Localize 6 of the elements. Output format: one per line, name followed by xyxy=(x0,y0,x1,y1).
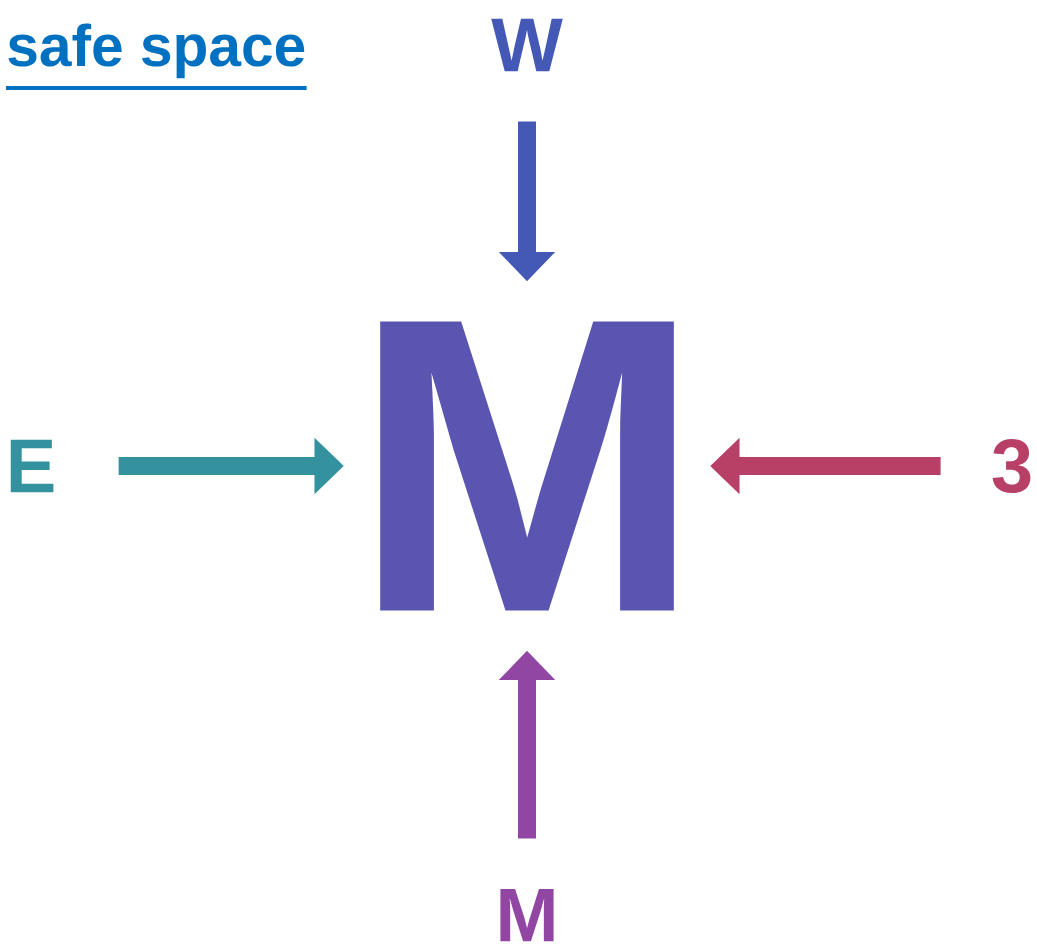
center-letter: M xyxy=(380,321,674,611)
letter: E xyxy=(10,439,54,493)
letter: W xyxy=(491,18,563,72)
letter: M xyxy=(500,888,554,942)
letter: 3 xyxy=(992,439,1031,493)
title: safe space xyxy=(6,23,307,90)
